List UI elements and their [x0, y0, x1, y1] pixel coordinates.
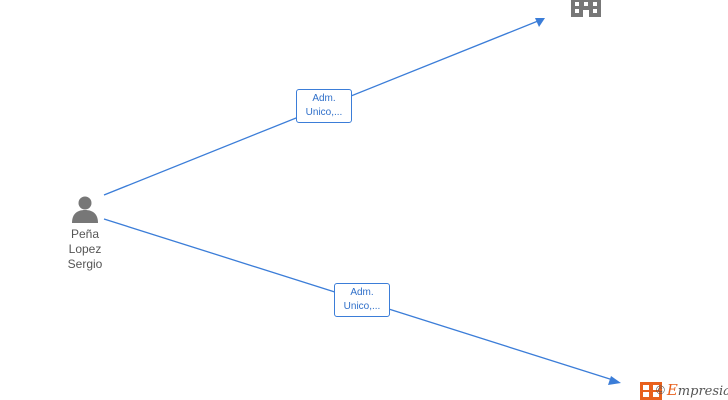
edge-arrow-1 — [535, 18, 545, 27]
relation-label-line2: Unico,... — [343, 301, 381, 312]
person-name-line-1: Peña — [70, 227, 100, 241]
brand-name: Empresia — [667, 381, 728, 399]
brand-name-rest: mpresia — [677, 384, 728, 399]
relation-label-line1: Adm. — [312, 93, 336, 104]
brand-copyright: © — [656, 383, 665, 397]
brand-logo-icon — [640, 382, 662, 400]
relation-label-line2: Unico,... — [305, 107, 343, 118]
person-name-line-2: Lopez — [68, 242, 102, 256]
edge-arrow-2 — [608, 376, 621, 385]
relation-label-2[interactable]: Adm. Unico,... — [334, 283, 390, 317]
building-icon[interactable] — [571, 0, 601, 17]
brand-name-initial: E — [666, 381, 678, 399]
person-name: Peña Lopez Sergio — [52, 227, 118, 272]
person-name-line-3: Sergio — [67, 257, 103, 271]
person-node[interactable]: Peña Lopez Sergio — [52, 194, 118, 272]
person-icon — [72, 196, 98, 223]
relation-label-line1: Adm. — [350, 287, 374, 298]
relation-label-1[interactable]: Adm. Unico,... — [296, 89, 352, 123]
brand-watermark: © Empresia — [640, 380, 728, 400]
